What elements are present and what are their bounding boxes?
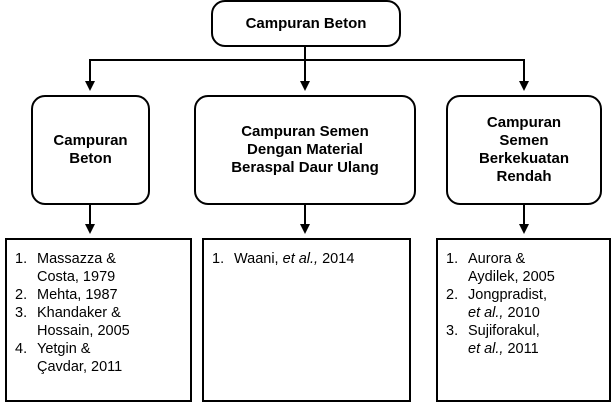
reference-number: 2. bbox=[446, 287, 459, 303]
reference-number: 4. bbox=[15, 341, 28, 357]
category-node-2-label: Campuran Semen Dengan Material Beraspal … bbox=[231, 123, 379, 176]
reference-box-2: 1. Waani, et al., 2014 bbox=[202, 238, 411, 402]
reference-text: Yetgin & Çavdar, 2011 bbox=[37, 341, 123, 375]
reference-item: 3. Khandaker & Hossain, 2005 bbox=[15, 304, 182, 340]
reference-item: 1. Aurora & Aydilek, 2005 bbox=[446, 250, 601, 286]
reference-number: 1. bbox=[446, 251, 459, 267]
reference-item: 1. Waani, et al., 2014 bbox=[212, 250, 401, 268]
category-node-2: Campuran Semen Dengan Material Beraspal … bbox=[194, 95, 416, 205]
reference-box-3: 1. Aurora & Aydilek, 2005 2. Jongpradist… bbox=[436, 238, 611, 402]
reference-item: 1. Massazza & Costa, 1979 bbox=[15, 250, 182, 286]
reference-item: 4. Yetgin & Çavdar, 2011 bbox=[15, 340, 182, 376]
reference-list-3: 1. Aurora & Aydilek, 2005 2. Jongpradist… bbox=[446, 250, 601, 358]
root-node-label: Campuran Beton bbox=[245, 14, 367, 32]
reference-number: 2. bbox=[15, 287, 28, 303]
category-node-1: Campuran Beton bbox=[31, 95, 150, 205]
reference-text: Khandaker & Hossain, 2005 bbox=[37, 305, 130, 339]
reference-text: Sujiforakul, et al., 2011 bbox=[468, 323, 540, 357]
reference-list-1: 1. Massazza & Costa, 1979 2. Mehta, 1987… bbox=[15, 250, 182, 376]
reference-item: 2. Jongpradist, et al., 2010 bbox=[446, 286, 601, 322]
reference-text: Aurora & Aydilek, 2005 bbox=[468, 251, 555, 285]
reference-text: Mehta, 1987 bbox=[37, 287, 118, 303]
reference-text: Waani, et al., 2014 bbox=[234, 251, 355, 267]
reference-box-1: 1. Massazza & Costa, 1979 2. Mehta, 1987… bbox=[5, 238, 192, 402]
reference-text: Massazza & Costa, 1979 bbox=[37, 251, 116, 285]
root-node: Campuran Beton bbox=[211, 0, 401, 47]
reference-number: 3. bbox=[446, 323, 459, 339]
category-node-3-label: Campuran Semen Berkekuatan Rendah bbox=[478, 114, 570, 185]
category-node-1-label: Campuran Beton bbox=[53, 132, 128, 167]
reference-item: 3. Sujiforakul, et al., 2011 bbox=[446, 322, 601, 358]
reference-number: 1. bbox=[212, 251, 225, 267]
reference-text: Jongpradist, et al., 2010 bbox=[468, 287, 547, 321]
reference-item: 2. Mehta, 1987 bbox=[15, 286, 182, 304]
category-node-3: Campuran Semen Berkekuatan Rendah bbox=[446, 95, 602, 205]
reference-number: 1. bbox=[15, 251, 28, 267]
reference-number: 3. bbox=[15, 305, 28, 321]
reference-list-2: 1. Waani, et al., 2014 bbox=[212, 250, 401, 268]
